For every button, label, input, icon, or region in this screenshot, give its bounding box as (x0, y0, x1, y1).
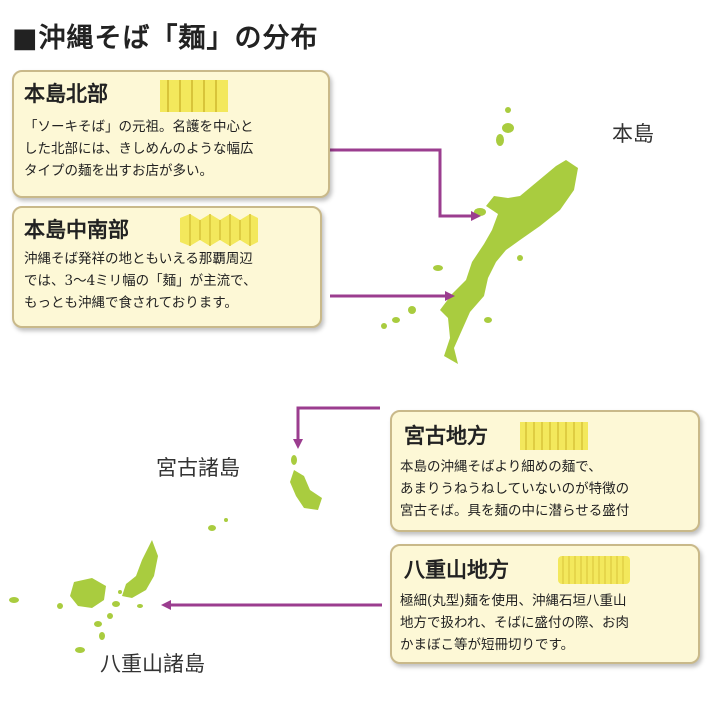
region-description-line: かまぼこ等が短冊切りです。 (400, 637, 575, 653)
wavy-noodle-icon (180, 214, 258, 246)
straight-noodle-icon (520, 422, 588, 450)
region-box-north: 本島北部 「ソーキそば」の元祖。名護を中心と した北部には、きしめんのような幅広… (12, 70, 330, 198)
region-description-line: した北部には、きしめんのような幅広 (24, 141, 254, 157)
iriomote-island-shape (70, 578, 106, 608)
region-heading: 本島中南部 (24, 218, 129, 242)
region-description-line: もっとも沖縄で食されております。 (24, 295, 238, 311)
place-label-miyako: 宮古諸島 (156, 456, 240, 480)
okinawa-main-island-shape (440, 160, 578, 364)
place-label-honto: 本島 (612, 122, 654, 146)
region-box-miyako: 宮古地方 本島の沖縄そばより細めの麺で、 あまりうねうねしていないのが特徴の 宮… (390, 410, 700, 532)
region-description-line: 宮古そば。具を麺の中に潜らせる盛付 (400, 503, 630, 519)
region-heading: 本島北部 (24, 82, 108, 106)
region-description-line: 本島の沖縄そばより細めの麺で、 (400, 459, 602, 475)
round-noodle-icon (558, 556, 630, 584)
miyako-island-shape (290, 470, 322, 510)
flat-noodle-icon (160, 80, 228, 112)
region-heading: 宮古地方 (404, 424, 488, 448)
ishigaki-island-shape (122, 540, 158, 598)
region-description-line: 沖縄そば発祥の地ともいえる那覇周辺 (24, 251, 253, 267)
page-title: ■沖縄そば「麺」の分布 (12, 23, 319, 54)
region-description-line: あまりうねうねしていないのが特徴の (400, 481, 630, 497)
region-description-line: では、3〜4ミリ幅の「麺」が主流で、 (24, 273, 257, 289)
arrow-miyako (293, 406, 380, 449)
region-description-line: 地方で扱われ、そばに盛付の際、お肉 (400, 615, 629, 631)
arrow-north (330, 148, 481, 221)
region-box-central-south: 本島中南部 沖縄そば発祥の地ともいえる那覇周辺 では、3〜4ミリ幅の「麺」が主流… (12, 206, 322, 328)
region-description-line: 極細(丸型)麺を使用、沖縄石垣八重山 (400, 593, 627, 609)
place-label-yaeyama: 八重山諸島 (100, 652, 205, 676)
region-description-line: 「ソーキそば」の元祖。名護を中心と (24, 119, 254, 135)
region-heading: 八重山地方 (404, 558, 509, 582)
region-box-yaeyama: 八重山地方 極細(丸型)麺を使用、沖縄石垣八重山 地方で扱われ、そばに盛付の際、… (390, 544, 700, 664)
region-description-line: タイプの麺を出すお店が多い。 (24, 163, 213, 179)
